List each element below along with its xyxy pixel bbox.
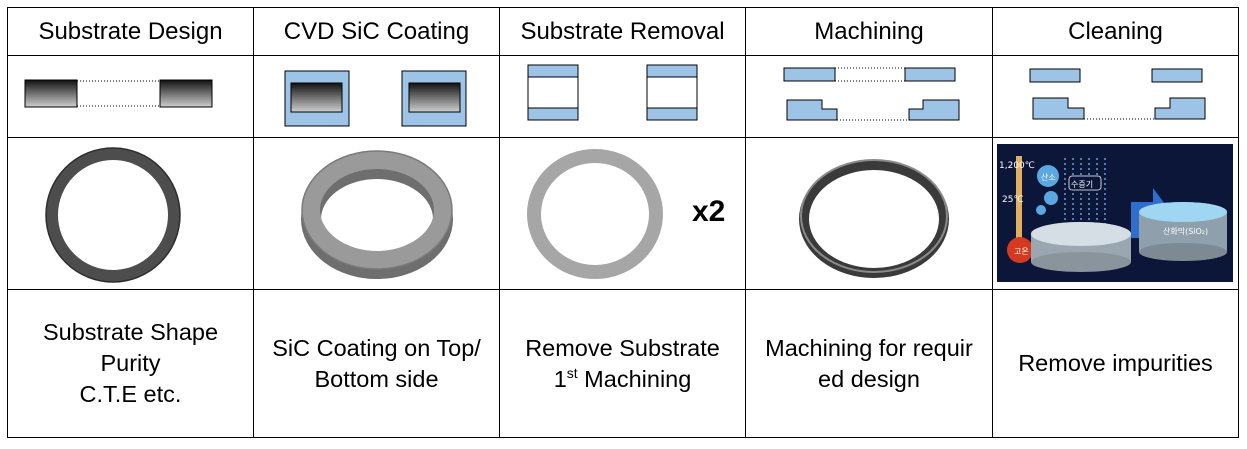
desc-line: Bottom side [314, 365, 439, 392]
oxygen-label: 산소 [1041, 172, 1056, 182]
header-cvd-sic-coating: CVD SiC Coating [254, 8, 500, 56]
coated-ring [302, 151, 452, 269]
substrate-block-left [24, 79, 78, 108]
schematic-cvd-coating [254, 56, 500, 138]
photo-removed-ring: x2 [500, 138, 746, 290]
photo-cleaning-illustration: 1,200℃ 25℃ 고온 산소 수증기 [993, 138, 1239, 290]
photo-machined-ring [746, 138, 993, 290]
ordinal-number: 1 [553, 365, 567, 392]
ordinal-suffix: st [566, 364, 578, 381]
schematic-substrate-design [8, 56, 254, 138]
substrate-block-right [159, 79, 213, 108]
description-machining: Machining for requir ed design [746, 290, 993, 438]
description-substrate-removal: Remove Substrate 1st Machining [500, 290, 746, 438]
description-cleaning: Remove impurities [993, 290, 1239, 438]
description-cvd-coating: SiC Coating on Top/ Bottom side [254, 290, 500, 438]
desc-line: C.T.E etc. [79, 381, 182, 407]
description-substrate-design: Substrate Shape Purity C.T.E etc. [8, 290, 254, 438]
graphite-ring [46, 148, 180, 282]
header-cleaning: Cleaning [993, 8, 1239, 56]
desc-line: Substrate Shape [42, 319, 219, 345]
temp-high-label: 1,200℃ [999, 161, 1035, 171]
desc-line: 1st Machining [525, 364, 720, 395]
header-substrate-removal: Substrate Removal [500, 8, 746, 56]
process-table: Substrate Design CVD SiC Coating Substra… [7, 7, 1239, 438]
desc-line: SiC Coating on Top/ [272, 334, 481, 361]
photo-coated-ring [254, 138, 500, 290]
schematic-machining [746, 56, 993, 138]
desc-line: Remove Substrate [525, 334, 720, 361]
desc-line: Purity [100, 350, 161, 376]
header-machining: Machining [746, 8, 993, 56]
multiplier-label: x2 [692, 195, 726, 228]
sic-ring [527, 149, 663, 279]
schematic-cleaning [993, 56, 1239, 138]
high-temp-label: 고온 [1014, 247, 1029, 256]
oxide-layer-label: 산화막(SiO₂) [1163, 226, 1208, 236]
temp-low-label: 25℃ [1002, 195, 1024, 205]
header-substrate-design: Substrate Design [8, 8, 254, 56]
desc-line: Remove impurities [1018, 350, 1213, 376]
desc-line-rest: Machining [577, 365, 692, 392]
desc-line: Machining for requir [765, 334, 973, 361]
photo-substrate-ring [8, 138, 254, 290]
steam-label: 수증기 [1071, 180, 1093, 189]
desc-line: ed design [818, 365, 920, 392]
schematic-substrate-removal [500, 56, 746, 138]
